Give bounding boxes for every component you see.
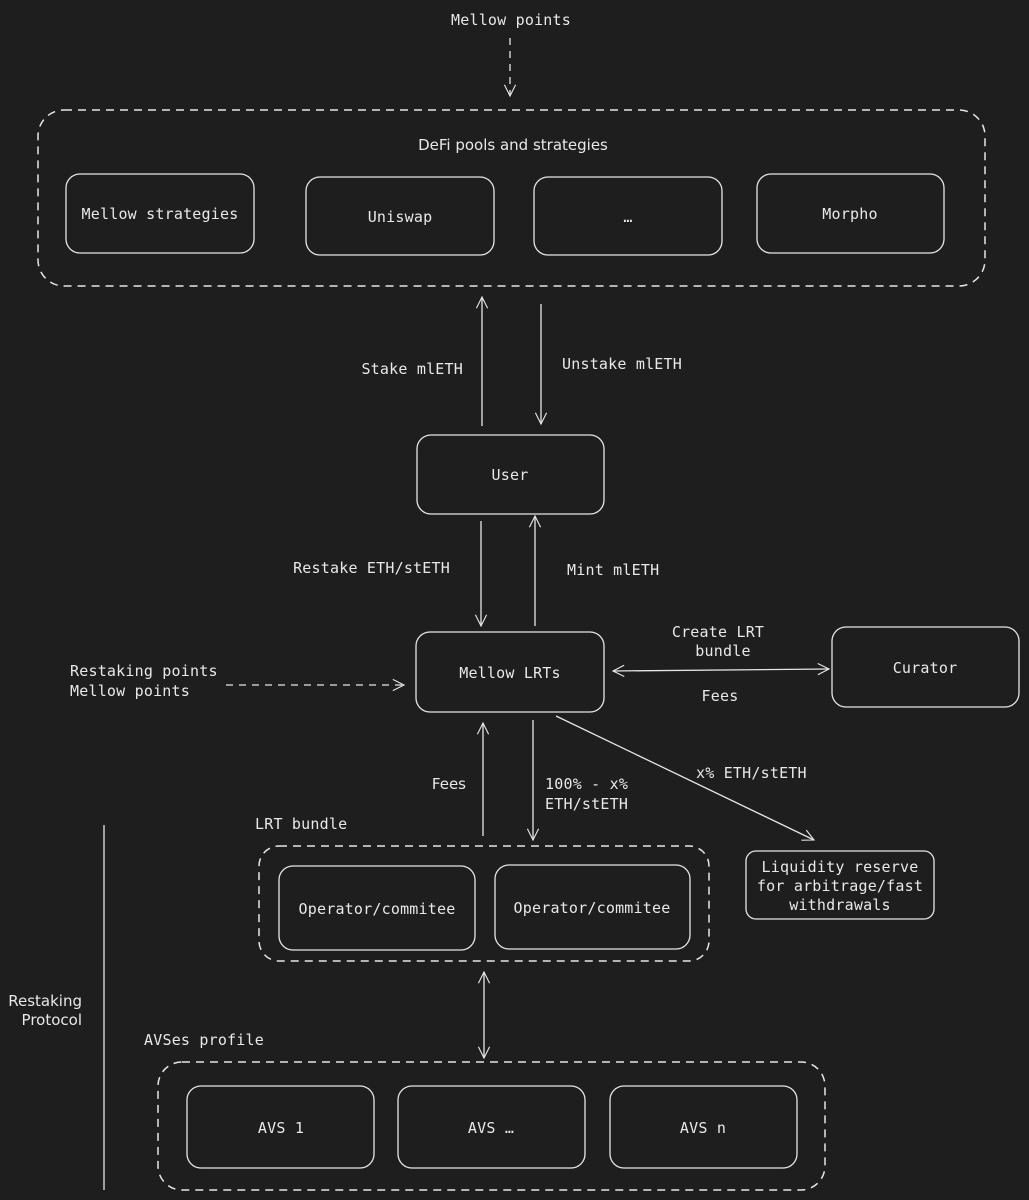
node-liquidity-reserve: Liquidity reserve for arbitrage/fast wit… [745, 850, 935, 920]
defi-group-title: DeFi pools and strategies [418, 136, 608, 154]
unstake-label: Unstake mlETH [562, 355, 682, 373]
liquidity-label-3: withdrawals [789, 896, 891, 914]
node-user: User [416, 434, 605, 515]
node-operator-1: Operator/commitee [278, 865, 476, 951]
restaking-protocol-label-1: Restaking [8, 992, 82, 1010]
mellow-points-left-label: Mellow points [70, 682, 190, 700]
pct-label-1: 100% - x% [545, 775, 628, 793]
restake-label: Restake ETH/stETH [293, 559, 450, 577]
node-mellow-strategies-label: Mellow strategies [82, 205, 239, 223]
node-ellipsis: … [533, 176, 723, 256]
create-lrt-label-2: bundle [695, 642, 750, 660]
lrt-bundle-frame [258, 845, 710, 962]
node-ellipsis-label: … [623, 208, 632, 226]
fees-curator-label: Fees [702, 687, 739, 705]
liquidity-label-2: for arbitrage/fast [757, 877, 923, 895]
node-avs-mid: AVS … [397, 1085, 586, 1169]
avses-profile-label: AVSes profile [144, 1031, 264, 1049]
liquidity-label-1: Liquidity reserve [762, 858, 919, 876]
node-curator-label: Curator [893, 659, 958, 677]
node-avs-n: AVS n [609, 1085, 798, 1169]
mellow-points-top-label: Mellow points [451, 11, 571, 29]
node-operator-2-label: Operator/commitee [514, 899, 671, 917]
stake-label: Stake mlETH [361, 360, 463, 378]
create-lrt-label-1: Create LRT [672, 623, 764, 641]
node-mellow-strategies: Mellow strategies [65, 173, 255, 254]
node-curator: Curator [831, 626, 1020, 708]
node-uniswap: Uniswap [305, 176, 495, 256]
node-mellow-lrts: Mellow LRTs [415, 631, 605, 713]
x-pct-label: x% ETH/stETH [696, 764, 807, 782]
lrt-bundle-label: LRT bundle [255, 815, 347, 833]
restaking-points-label: Restaking points [70, 662, 218, 680]
node-morpho-label: Morpho [822, 205, 877, 223]
node-avs-1: AVS 1 [186, 1085, 375, 1169]
node-avs-n-label: AVS n [680, 1119, 726, 1137]
restaking-protocol-label-2: Protocol [22, 1011, 82, 1029]
defi-group-frame [37, 109, 986, 287]
mint-label: Mint mlETH [567, 561, 659, 579]
pct-label-2: ETH/stETH [545, 795, 628, 813]
fees-bundle-label: Fees [432, 775, 466, 793]
node-mellow-lrts-label: Mellow LRTs [459, 664, 561, 682]
avses-profile-frame [157, 1061, 826, 1191]
node-operator-2: Operator/commitee [494, 864, 691, 950]
node-morpho: Morpho [756, 173, 945, 254]
node-operator-1-label: Operator/commitee [299, 900, 456, 918]
node-user-label: User [492, 466, 529, 484]
node-uniswap-label: Uniswap [368, 208, 433, 226]
lrts-curator-arrow [611, 663, 831, 677]
node-avs-1-label: AVS 1 [258, 1119, 304, 1137]
node-avs-mid-label: AVS … [468, 1119, 514, 1137]
reserve-arrow [555, 715, 816, 841]
